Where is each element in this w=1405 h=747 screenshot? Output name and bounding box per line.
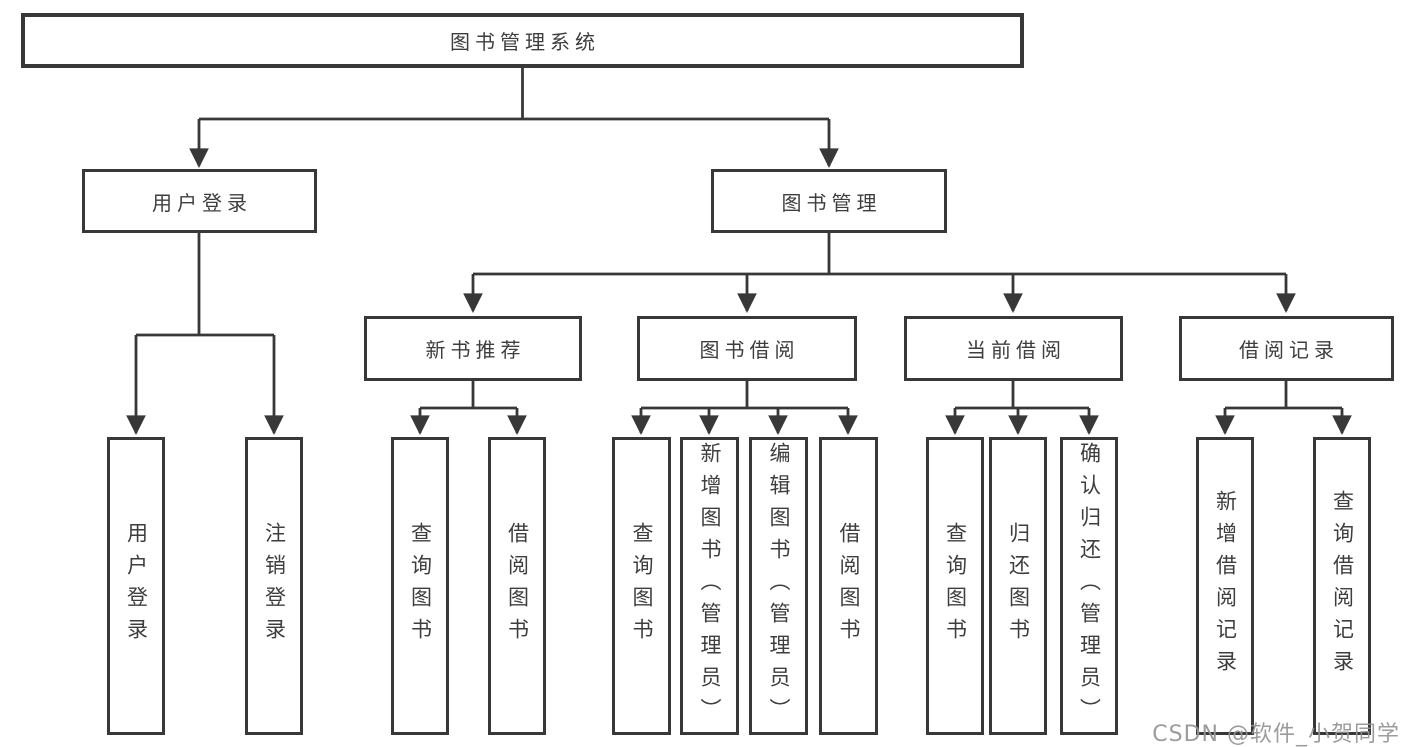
node-book-borrowing: 图书借阅 xyxy=(637,316,857,381)
leaf-label: 借阅图书 xyxy=(505,522,530,650)
leaf-label: 查询图书 xyxy=(408,522,433,650)
leaf-bb-borrow-books: 借阅图书 xyxy=(819,437,878,735)
leaf-cb-return-books: 归还图书 xyxy=(989,437,1047,735)
leaf-cb-confirm-return-admin: 确认归还（管理员） xyxy=(1060,437,1118,735)
node-current-borrowing: 当前借阅 xyxy=(904,316,1123,381)
leaf-label: 确认归还（管理员） xyxy=(1077,442,1102,730)
leaf-cb-query-books: 查询图书 xyxy=(926,437,984,735)
leaf-label: 注销登录 xyxy=(262,522,287,650)
leaf-label: 查询借阅记录 xyxy=(1330,490,1355,682)
leaf-label: 新增图书（管理员） xyxy=(698,442,722,730)
node-system-root: 图书管理系统 xyxy=(21,13,1024,68)
leaf-bb-add-book-admin: 新增图书（管理员） xyxy=(680,437,739,735)
leaf-user-login: 用户登录 xyxy=(107,437,165,735)
leaf-br-add-borrow-record: 新增借阅记录 xyxy=(1196,437,1254,735)
leaf-label: 归还图书 xyxy=(1006,522,1031,650)
leaf-label: 新增借阅记录 xyxy=(1213,490,1238,682)
node-new-book-recommendation: 新书推荐 xyxy=(364,316,582,381)
node-book-management: 图书管理 xyxy=(711,169,947,233)
leaf-label: 查询图书 xyxy=(943,522,968,650)
leaf-br-query-borrow-record: 查询借阅记录 xyxy=(1313,437,1371,735)
node-borrowing-records: 借阅记录 xyxy=(1179,316,1394,381)
leaf-bb-edit-book-admin: 编辑图书（管理员） xyxy=(749,437,808,735)
node-user-login: 用户登录 xyxy=(82,169,317,233)
connector-skeleton xyxy=(136,68,1342,410)
leaf-label: 编辑图书（管理员） xyxy=(767,442,791,730)
leaf-label: 用户登录 xyxy=(124,522,149,650)
leaf-label: 借阅图书 xyxy=(837,522,861,650)
leaf-label: 查询图书 xyxy=(630,522,654,650)
leaf-nbr-borrow-books: 借阅图书 xyxy=(488,437,546,735)
leaf-bb-query-books: 查询图书 xyxy=(612,437,671,735)
leaf-logout-login: 注销登录 xyxy=(245,437,303,735)
leaf-nbr-query-books: 查询图书 xyxy=(391,437,449,735)
csdn-watermark: CSDN @软件_小贺同学 xyxy=(1152,722,1400,747)
